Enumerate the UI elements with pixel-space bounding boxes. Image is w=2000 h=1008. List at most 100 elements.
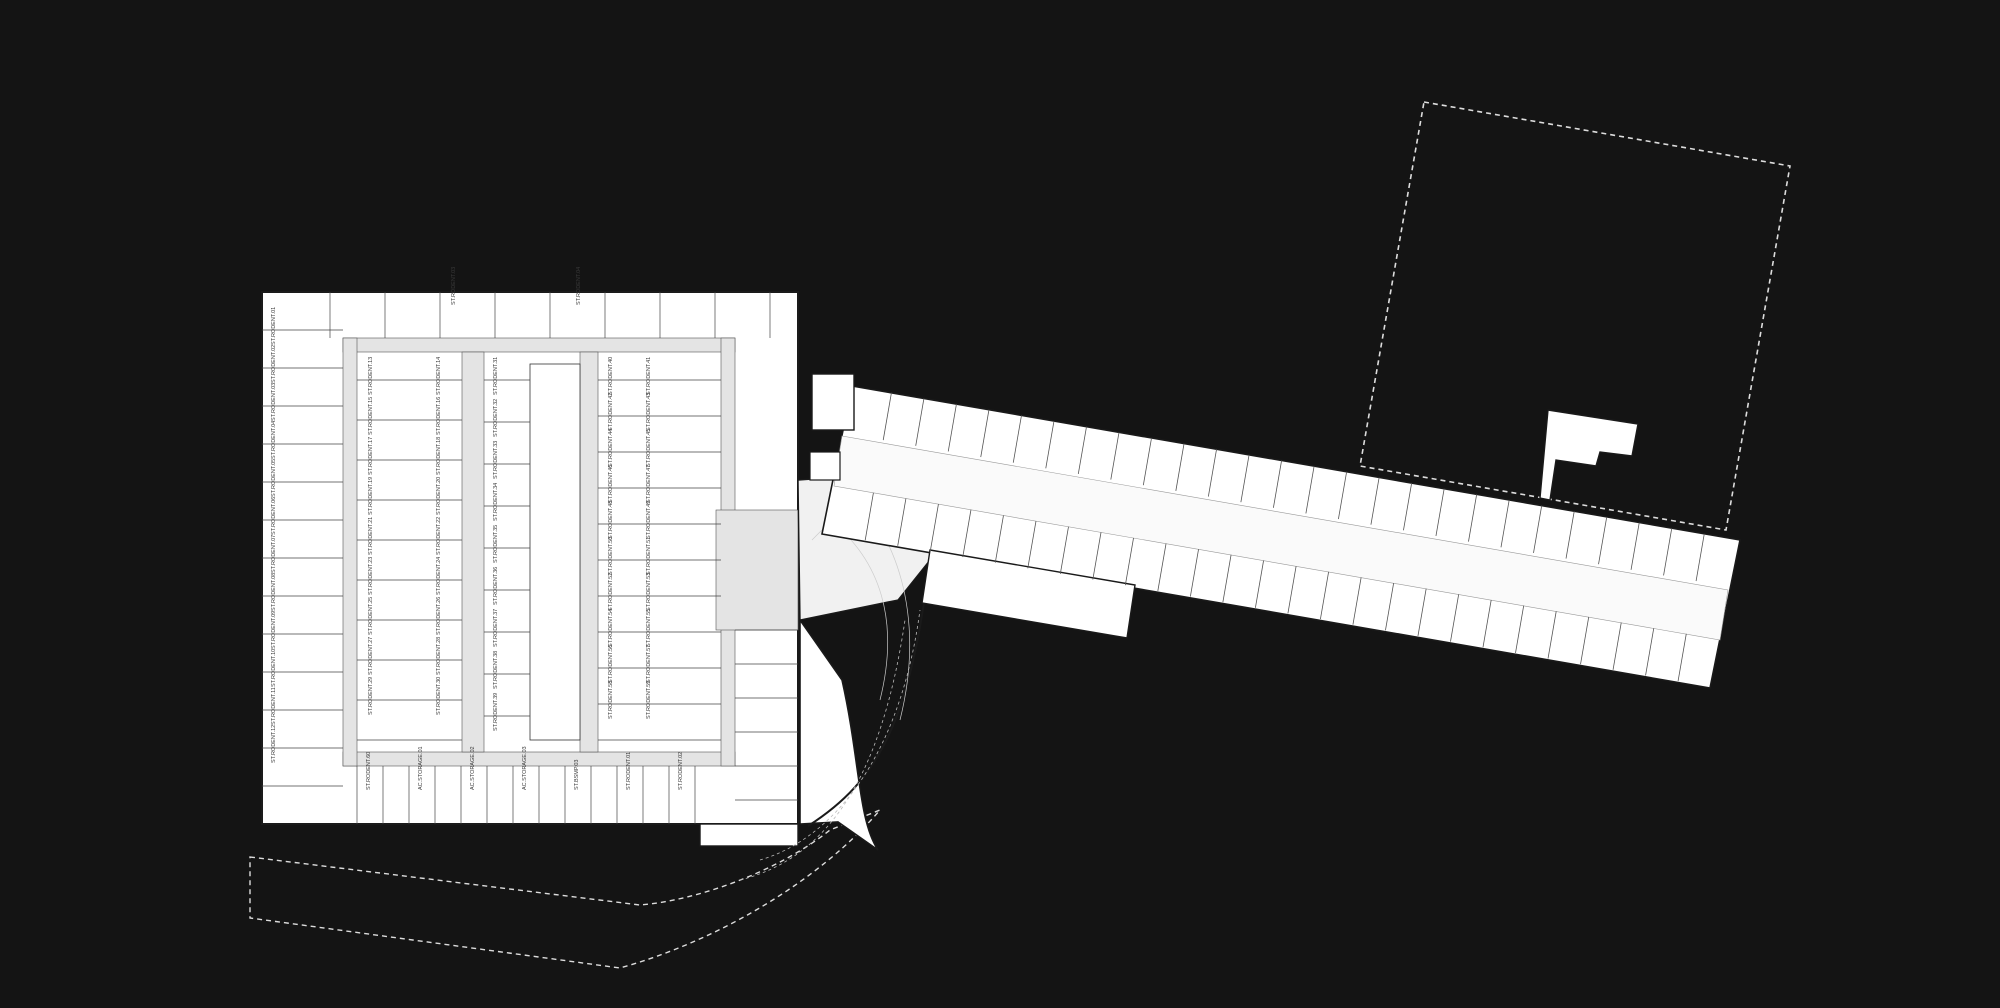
room-label: ST.RODENT.55 (646, 609, 652, 647)
parking-bay-line (1240, 454, 1250, 503)
room-label: ST.RODENT.40 (608, 357, 614, 395)
room-label: AC.STORAGE.03 (522, 746, 528, 790)
parking-bay-line (1482, 599, 1492, 648)
lower-strip-dashed (249, 809, 881, 969)
parking-bay-line (1695, 533, 1705, 582)
room-label: ST.RODENT.20 (436, 477, 442, 515)
parking-bay-line (929, 504, 939, 552)
room-label: ST.RODENT.42 (608, 393, 614, 431)
parking-bay-line (1175, 443, 1185, 491)
parking-bay-line (1580, 616, 1590, 665)
room-label: ST.RODENT.21 (368, 517, 374, 555)
parking-bay-line (1468, 494, 1478, 542)
parking-bay-line (1645, 628, 1655, 676)
parking-bay-line (1352, 577, 1362, 625)
parking-bay-line (1663, 528, 1673, 576)
room-label: ST.RODENT.07 (271, 535, 277, 573)
room-label: AC.STORAGE.01 (418, 746, 424, 790)
parking-bay-line (897, 498, 907, 546)
room-label: ST.RODENT.22 (436, 517, 442, 555)
parking-bay-line (1500, 499, 1510, 548)
site-boundary-dashed (1359, 101, 1791, 531)
room-label: ST.RODENT.47 (646, 465, 652, 503)
main-building (261, 291, 799, 847)
parking-bay-line (1142, 437, 1152, 486)
parking-bay-line (1565, 511, 1575, 559)
room-label: ST.RODENT.54 (608, 609, 614, 647)
room-label: ST.RODENT.01 (626, 752, 632, 790)
parking-bay-line (1598, 516, 1608, 565)
room-label: ST.RODENT.59 (646, 681, 652, 719)
room-label: ST.RODENT.33 (493, 441, 499, 479)
room-label: ST.RODENT.27 (368, 637, 374, 675)
room-label: ST.RODENT.38 (493, 651, 499, 689)
room-label: ST.RODENT.06 (271, 497, 277, 535)
room-label: ST.RODENT.19 (368, 477, 374, 515)
room-label: ST.RODENT.05 (271, 459, 277, 497)
parking-bay-line (1157, 543, 1167, 591)
parking-bay-line (1370, 477, 1380, 525)
room-label: ST.RODENT.03 (451, 267, 457, 305)
room-label: ST.RODENT.50 (608, 537, 614, 575)
room-label: ST.RODENT.09 (271, 611, 277, 649)
room-label: ST.RODENT.60 (366, 752, 372, 790)
room-label: ST.RODENT.41 (646, 357, 652, 395)
parking-bay-line (1450, 594, 1460, 642)
parking-wing (809, 373, 1741, 689)
room-label: ST.RODENT.12 (271, 725, 277, 763)
parking-bay-line (1124, 537, 1134, 586)
room-label: ST.RODENT.52 (608, 573, 614, 611)
room-label: ST.RODENT.02 (271, 345, 277, 383)
parking-bay-line (994, 515, 1004, 563)
room-label: ST.RODENT.03 (271, 383, 277, 421)
parking-bay-line (1222, 554, 1232, 603)
parking-bay-line (864, 492, 874, 541)
parking-bay-line (962, 509, 972, 558)
parking-bay-line (1254, 560, 1264, 608)
parking-bay-line (882, 392, 892, 441)
room-label: ST.RODENT.10 (271, 649, 277, 687)
room-label: ST.RODENT.14 (436, 357, 442, 395)
room-label: ST.RODENT.45 (646, 429, 652, 467)
room-label: ST.RODENT.23 (368, 557, 374, 595)
room-label: ST.RODENT.04 (576, 267, 582, 305)
room-label: ST.RODENT.39 (493, 693, 499, 731)
room-label: ST.RODENT.48 (608, 501, 614, 539)
parking-bay-line (947, 404, 957, 452)
room-label: AC.STORAGE.02 (470, 746, 476, 790)
parking-bay-line (1320, 571, 1330, 620)
parking-bay-line (1417, 588, 1427, 637)
parking-bay-line (1630, 522, 1640, 570)
parking-bay-line (1189, 549, 1199, 597)
room-label: ST.RODENT.11 (271, 687, 277, 725)
parking-bay-line (1207, 449, 1217, 497)
parking-bay-line (915, 398, 925, 446)
parking-bay-line (1092, 532, 1102, 580)
room-label: ST.RODENT.29 (368, 677, 374, 715)
parking-bay-line (1403, 482, 1413, 531)
parking-bay-line (1385, 582, 1395, 631)
room-label: ST.RODENT.25 (368, 597, 374, 635)
parking-bay-line (1272, 460, 1282, 508)
room-label: ST.RODENT.24 (436, 557, 442, 595)
room-label: ST.RODENT.43 (646, 393, 652, 431)
room-label: ST.RODENT.51 (646, 537, 652, 575)
parking-bay-line (1515, 605, 1525, 653)
parking-bay-line (1612, 622, 1622, 670)
room-label: ST.RODENT.02 (678, 752, 684, 790)
room-label: ST.RODENT.18 (436, 437, 442, 475)
room-label: ST.RODENT.53 (646, 573, 652, 611)
room-label: ST.RODENT.28 (436, 637, 442, 675)
parking-bay-line (1059, 526, 1069, 575)
room-label: ST.RODENT.34 (493, 483, 499, 521)
parking-bays (864, 392, 1705, 682)
room-label: ST.RODENT.37 (493, 609, 499, 647)
parking-bay-line (1027, 520, 1037, 569)
parking-bay-line (1045, 420, 1055, 469)
parking-bay-line (1677, 633, 1687, 682)
room-label: ST.RODENT.31 (493, 357, 499, 395)
room-label: ST.RODENT.16 (436, 397, 442, 435)
room-label: ST.RODENT.08 (271, 573, 277, 611)
room-label: ST.RODENT.13 (368, 357, 374, 395)
